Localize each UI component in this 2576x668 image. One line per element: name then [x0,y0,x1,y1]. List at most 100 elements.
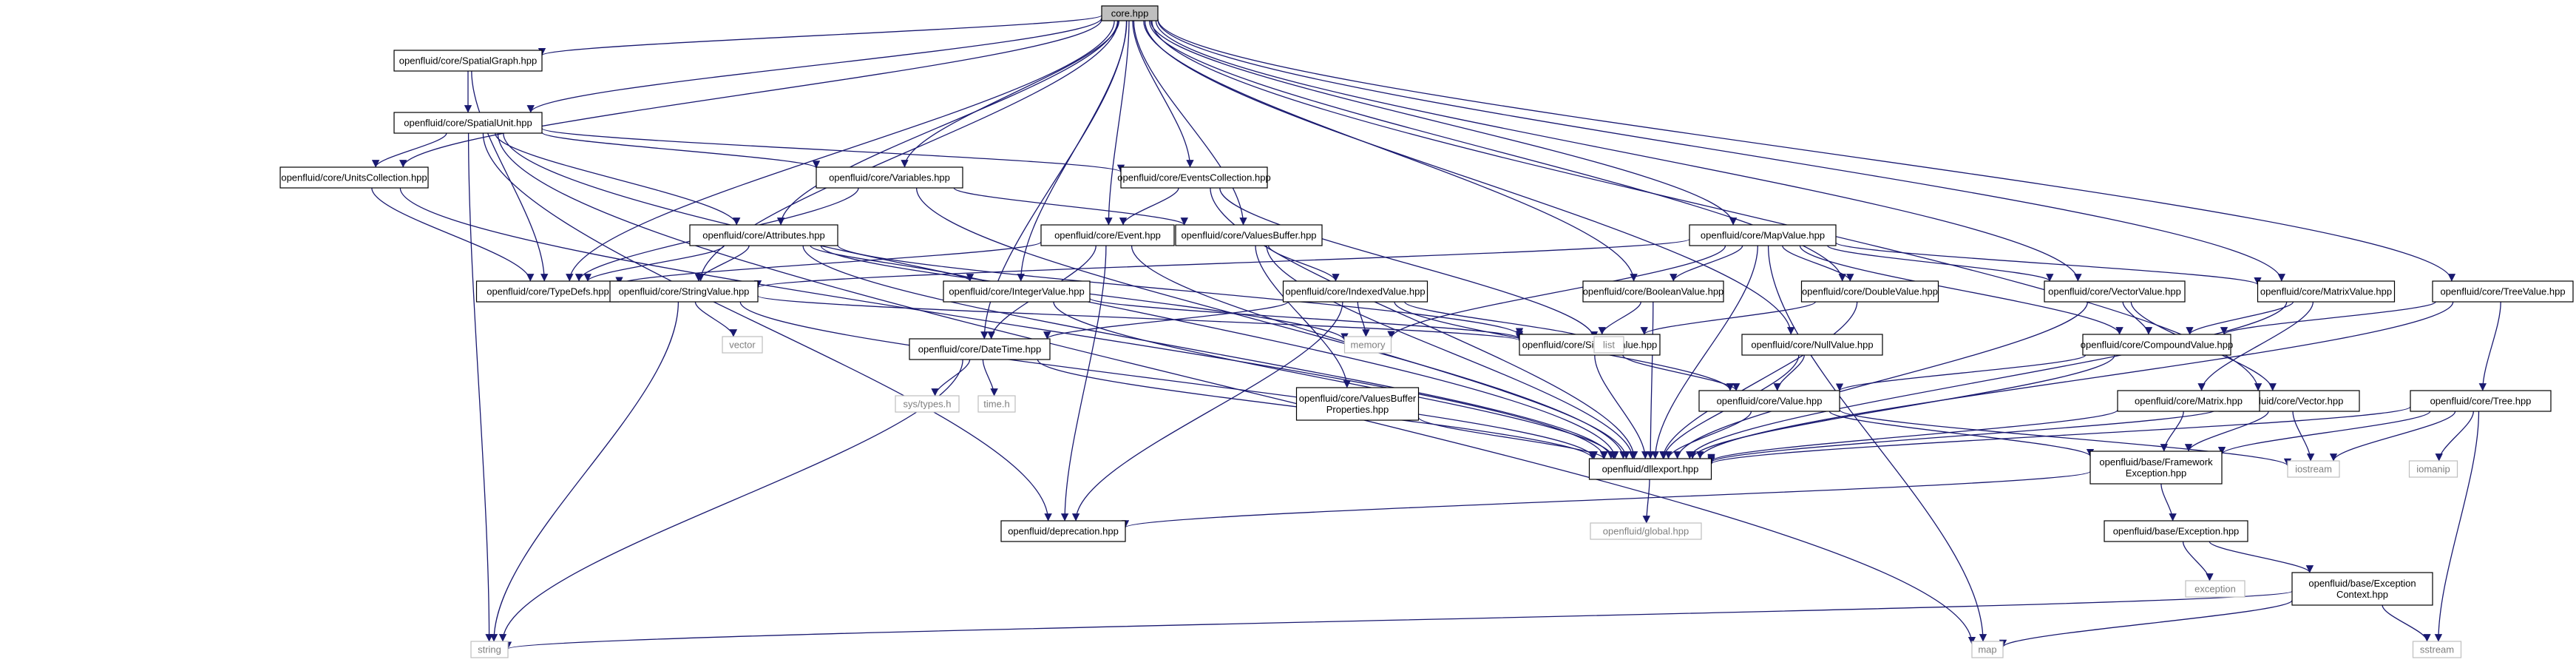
node-box-deprecation [1000,520,1126,542]
edge-compoundvalue-to-dllexport [1689,354,2115,459]
edge-indexedvalue-to-memory [1357,301,1370,337]
node-label-excontext: Context.hpp [2336,589,2388,600]
node-vectorvalue[interactable]: openfluid/core/VectorValue.hpp [2044,280,2186,303]
edge-vbprops-to-dllexport [1417,416,1608,459]
node-box-integervalue [943,280,1091,303]
edge-spatialunit-to-eventscollection [541,127,1125,173]
node-mapvalue[interactable]: openfluid/core/MapValue.hpp [1689,224,1837,246]
node-label-matrixvalue: openfluid/core/MatrixValue.hpp [2260,286,2392,297]
node-matrix[interactable]: openfluid/core/Matrix.hpp [2117,390,2260,412]
node-exception[interactable]: openfluid/base/Exception.hpp [2104,520,2248,542]
edge-excontext-to-map [1999,599,2293,648]
node-label-unitscollection: openfluid/core/UnitsCollection.hpp [281,172,427,183]
edge-indexedvalue-to-datetime [1043,301,1289,340]
node-box-list [1593,336,1624,354]
node-integervalue[interactable]: openfluid/core/IntegerValue.hpp [943,280,1091,303]
edge-datetime-to-systypes [931,359,971,397]
node-box-treevalue [2432,280,2574,303]
node-spatialunit[interactable]: openfluid/core/SpatialUnit.hpp [393,112,543,134]
edge-core-to-attributes [776,20,1119,226]
edge-mapvalue-to-dllexport [1651,245,1758,459]
node-datetime[interactable]: openfluid/core/DateTime.hpp [909,338,1051,360]
node-box-compoundvalue [2082,334,2231,356]
node-box-vbprops [1295,387,1420,421]
node-timeh: time.h [977,395,1016,413]
node-label-spatialunit: openfluid/core/SpatialUnit.hpp [404,118,532,129]
node-attributes[interactable]: openfluid/core/Attributes.hpp [689,224,838,246]
node-box-indexedvalue [1282,280,1428,303]
node-label-fwexception: Exception.hpp [2126,468,2186,479]
edge-mapvalue-to-compoundvalue [1799,245,2123,335]
node-simplevalue[interactable]: openfluid/core/SimpleValue.hpp [1519,334,1661,356]
node-event[interactable]: openfluid/core/Event.hpp [1040,224,1175,246]
node-box-mapvalue [1689,224,1837,246]
edge-booleanvalue-to-dllexport [1647,301,1655,459]
node-label-typedefs: openfluid/core/TypeDefs.hpp [487,286,609,297]
node-box-booleanvalue [1582,280,1724,303]
node-label-dllexport: openfluid/dllexport.hpp [1602,464,1699,475]
node-tree[interactable]: openfluid/core/Tree.hpp [2410,390,2552,412]
node-label-list: list [1603,340,1615,351]
edge-variables-to-valuesbuffer [953,187,1188,226]
edge-core-to-event [1105,20,1130,226]
node-booleanvalue[interactable]: openfluid/core/BooleanValue.hpp [1582,280,1724,303]
node-dllexport[interactable]: openfluid/dllexport.hpp [1588,458,1712,480]
edge-attributes-to-dllexport [802,245,1615,459]
node-label-vectorvalue: openfluid/core/VectorValue.hpp [2048,286,2181,297]
node-label-simplevalue: openfluid/core/SimpleValue.hpp [1522,340,1658,351]
node-box-tree [2410,390,2552,412]
edge-unitscollection-to-typedefs [371,187,535,282]
node-label-global: openfluid/global.hpp [1603,526,1689,537]
node-treevalue[interactable]: openfluid/core/TreeValue.hpp [2432,280,2574,303]
node-stringvalue[interactable]: openfluid/core/StringValue.hpp [609,280,759,303]
node-box-eventscollection [1120,166,1268,189]
node-vbprops[interactable]: openfluid/core/ValuesBufferProperties.hp… [1295,387,1420,421]
node-nullvalue[interactable]: openfluid/core/NullValue.hpp [1741,334,1883,356]
edge-excontext-to-string [504,590,2293,650]
node-typedefs[interactable]: openfluid/core/TypeDefs.hpp [475,280,620,303]
node-valuesbuffer[interactable]: openfluid/core/ValuesBuffer.hpp [1175,224,1323,246]
node-label-booleanvalue: openfluid/core/BooleanValue.hpp [1583,286,1724,297]
node-spatialgraph[interactable]: openfluid/core/SpatialGraph.hpp [393,50,543,72]
edge-valuesbuffer-to-vbprops [1255,245,1351,388]
node-label-datetime: openfluid/core/DateTime.hpp [918,344,1041,355]
node-box-event [1040,224,1175,246]
node-label-core: core.hpp [1111,8,1149,19]
edge-mapvalue-to-matrixvalue [1835,242,2262,286]
node-box-spatialunit [393,112,543,134]
edge-core-to-spatialunit [526,18,1102,113]
node-core[interactable]: core.hpp [1101,5,1159,21]
edge-tree-to-fwexception [2217,411,2431,455]
node-variables[interactable]: openfluid/core/Variables.hpp [816,166,963,189]
edge-spatialunit-to-deprecation [482,132,1052,522]
node-compoundvalue[interactable]: openfluid/core/CompoundValue.hpp [2081,334,2233,356]
edge-dllexport-to-global [1642,479,1651,524]
node-value[interactable]: openfluid/core/Value.hpp [1698,390,1840,412]
node-label-sstream: sstream [2420,644,2454,655]
node-label-valuesbuffer: openfluid/core/ValuesBuffer.hpp [1181,230,1316,241]
edge-vectorcore-to-fwexception [2184,411,2269,452]
node-box-value [1698,390,1840,412]
node-deprecation[interactable]: openfluid/deprecation.hpp [1000,520,1126,542]
node-eventscollection[interactable]: openfluid/core/EventsCollection.hpp [1117,166,1271,189]
node-label-doublevalue: openfluid/core/DoubleValue.hpp [1802,286,1938,297]
node-label-map: map [1978,644,1996,655]
node-indexedvalue[interactable]: openfluid/core/IndexedValue.hpp [1282,280,1428,303]
node-doublevalue[interactable]: openfluid/core/DoubleValue.hpp [1800,280,1939,303]
edge-value-to-fwexception [1828,411,2095,457]
edge-fwexception-to-exception [2160,483,2177,522]
edge-vectorvalue-to-compoundvalue [2122,301,2153,335]
edge-core-to-spatialgraph [538,15,1102,56]
edge-simplevalue-to-dllexport [1594,354,1650,459]
node-matrixvalue[interactable]: openfluid/core/MatrixValue.hpp [2257,280,2396,303]
node-box-global [1590,522,1702,540]
edge-mapvalue-to-map [1767,245,1987,642]
edge-matrix-to-dllexport [1707,409,2118,462]
edge-integervalue-to-dllexport [1053,301,1618,459]
edge-matrixvalue-to-matrix [2197,301,2314,391]
edge-stringvalue-to-dllexport [739,301,1598,459]
edge-core-to-treevalue [1157,18,2455,282]
node-unitscollection[interactable]: openfluid/core/UnitsCollection.hpp [279,166,429,189]
